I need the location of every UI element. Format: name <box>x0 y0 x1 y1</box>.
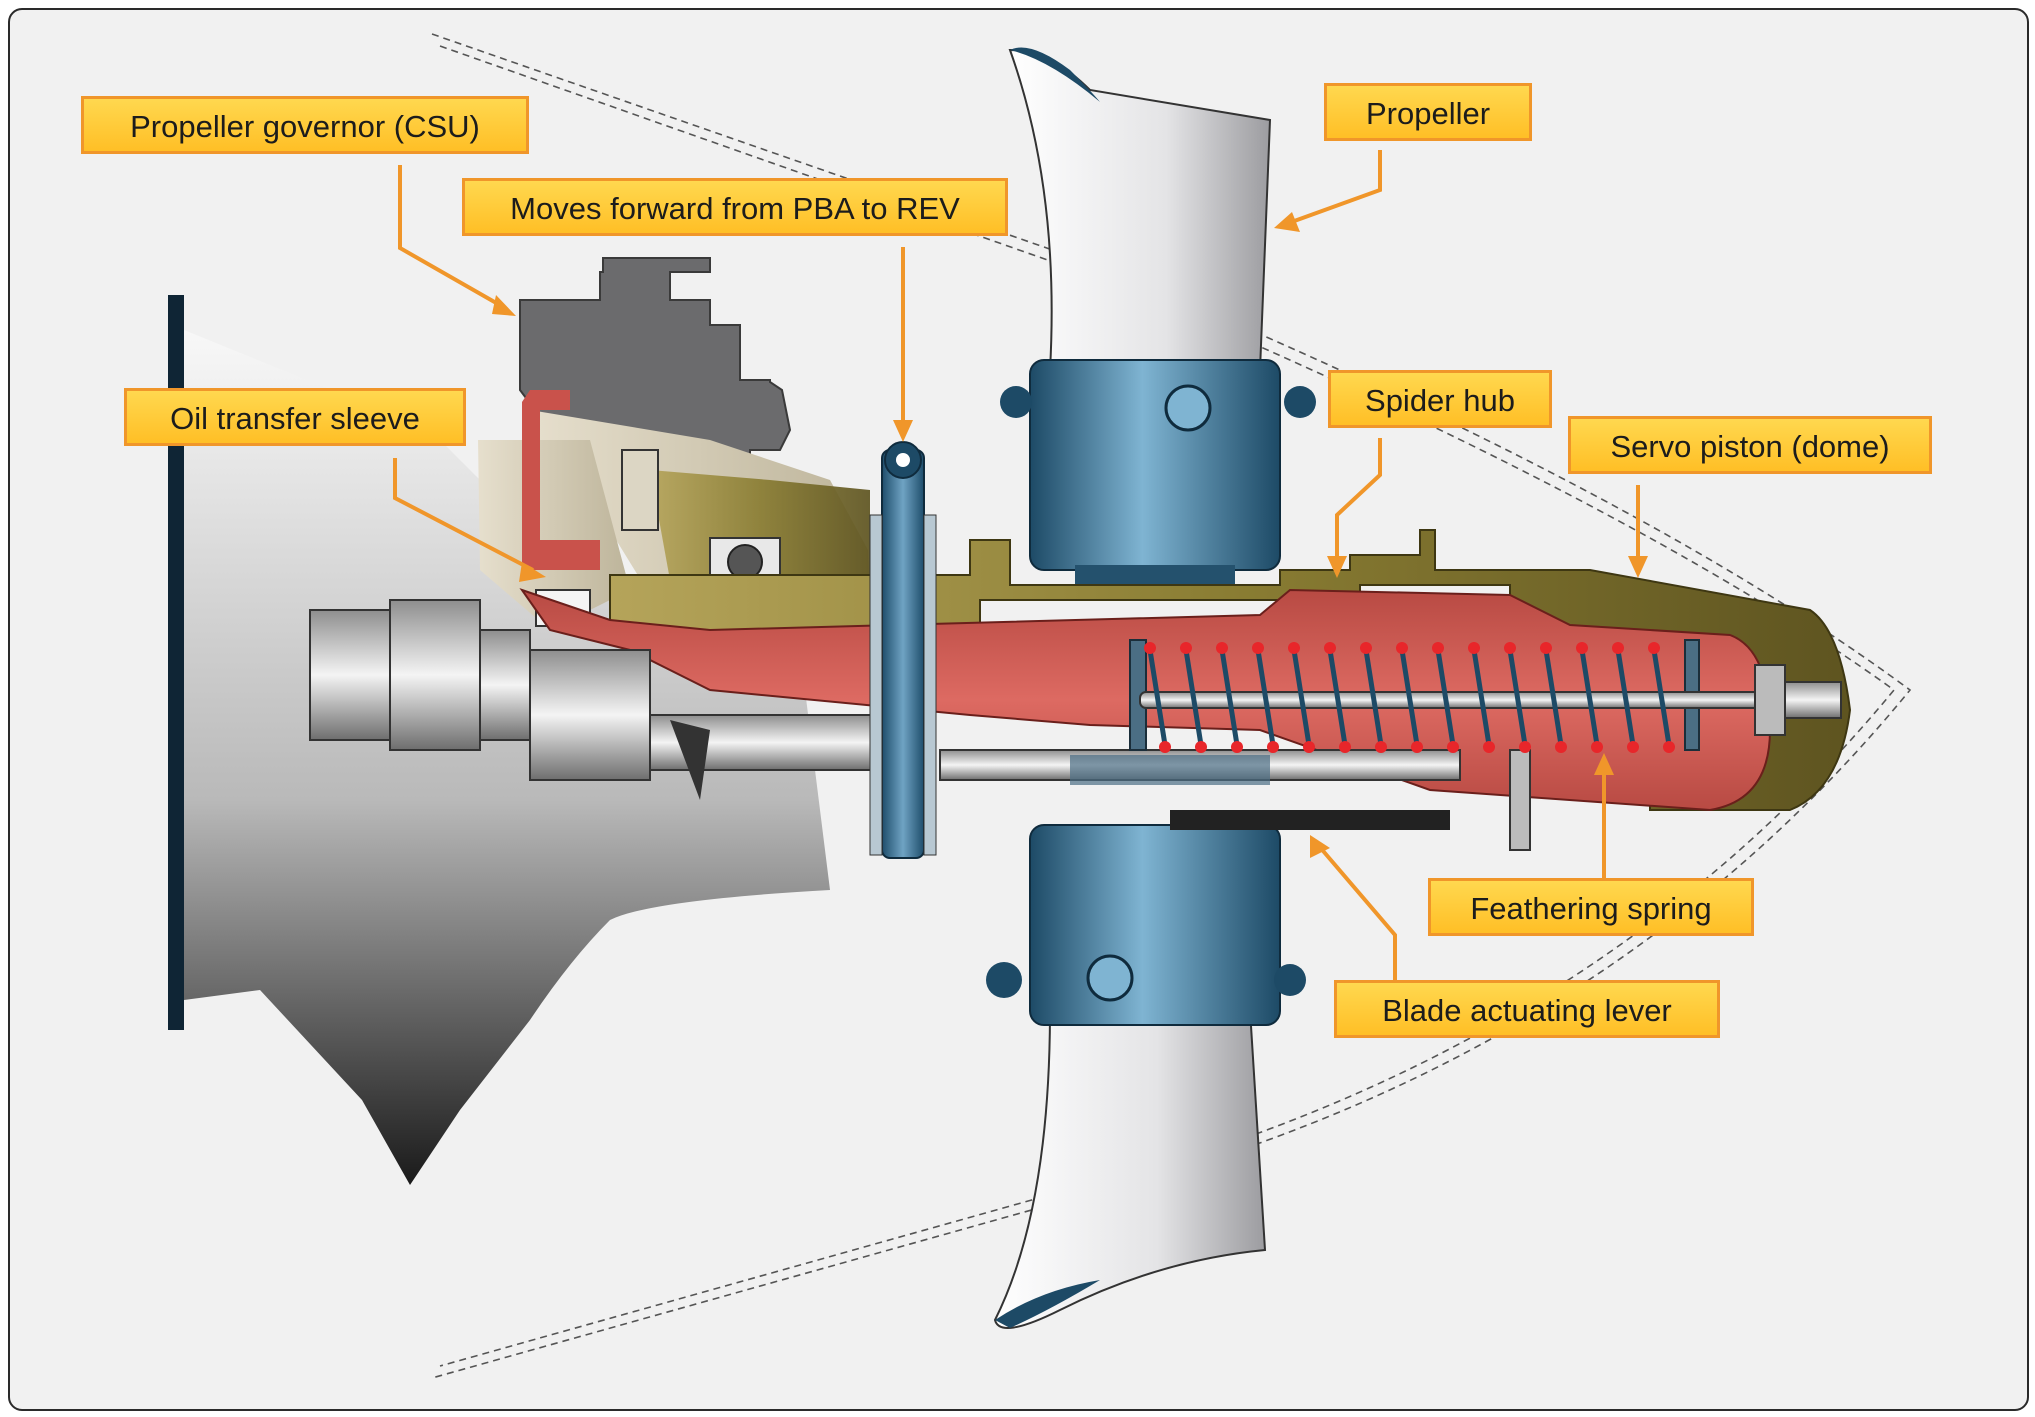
propeller-blade-upper <box>1008 47 1272 371</box>
governor-body <box>519 257 870 595</box>
beta-valve-rod <box>869 441 937 859</box>
label-spider-hub: Spider hub <box>1328 370 1552 428</box>
label-propeller: Propeller <box>1324 83 1532 141</box>
blade-clamp-upper <box>1000 359 1316 591</box>
label-servo-piston: Servo piston (dome) <box>1568 416 1932 474</box>
oil-transfer-sleeve <box>478 440 630 630</box>
propeller-blade-lower <box>993 1009 1267 1329</box>
propeller-cutaway-diagram <box>168 33 1912 1379</box>
label-moves-forward: Moves forward from PBA to REV <box>462 178 1008 236</box>
diagram-frame: Propeller governor (CSU) Moves forward f… <box>8 8 2029 1411</box>
label-propeller-governor: Propeller governor (CSU) <box>81 96 529 154</box>
leader-spider-hub <box>1335 438 1382 565</box>
leader-lines <box>393 150 1640 988</box>
label-oil-transfer-sleeve: Oil transfer sleeve <box>124 388 466 446</box>
feathering-spring <box>1129 639 1842 753</box>
leader-governor <box>398 165 506 310</box>
blade-actuating-lever <box>939 749 1531 851</box>
leader-blade-lever <box>1316 843 1397 988</box>
label-feathering-spring: Feathering spring <box>1428 878 1754 936</box>
blade-clamp-lower <box>986 824 1306 1026</box>
leader-arrowheads <box>492 212 1648 858</box>
propeller-shaft <box>309 599 891 800</box>
engine-housing <box>168 295 830 1185</box>
leader-oil-sleeve <box>393 458 534 572</box>
label-blade-actuating-lever: Blade actuating lever <box>1334 980 1720 1038</box>
leader-propeller <box>1285 150 1382 226</box>
